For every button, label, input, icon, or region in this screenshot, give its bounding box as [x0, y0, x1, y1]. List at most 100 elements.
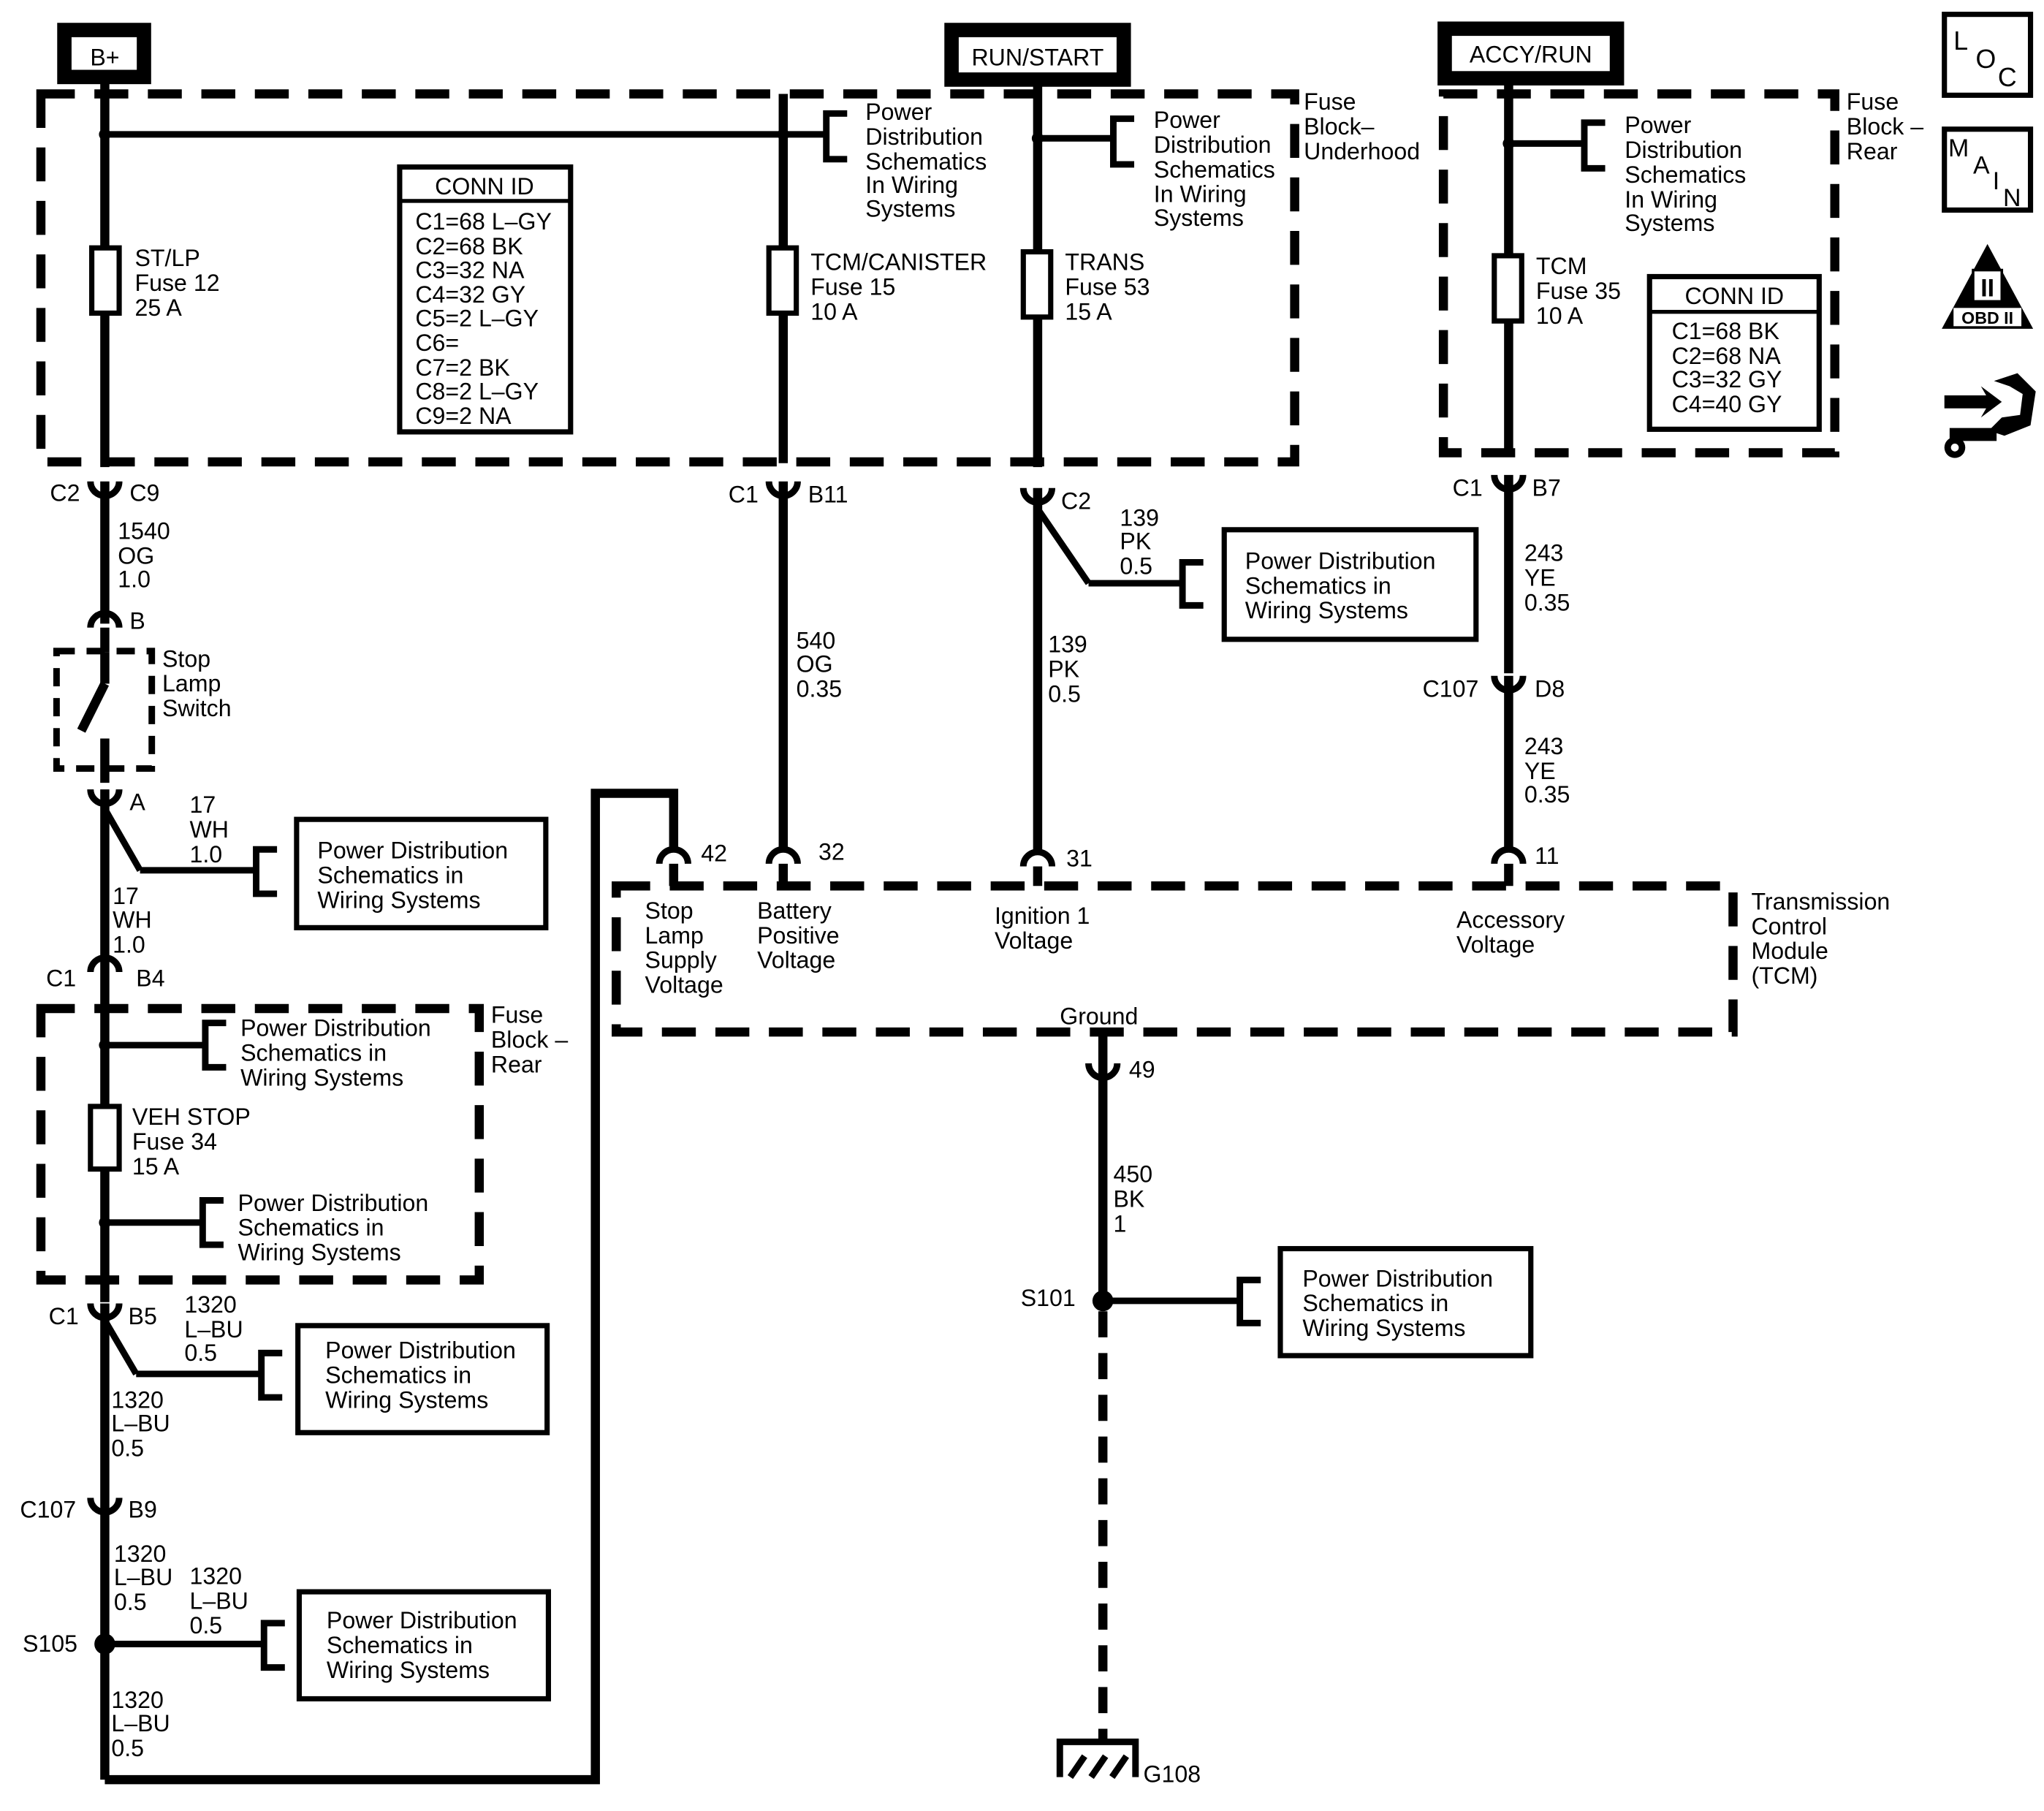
- fuse-tcm-canister-name: TCM/CANISTER: [810, 249, 987, 276]
- connector-c2-c9: C2 C9: [50, 480, 159, 624]
- power-distribution-box[interactable]: Power Distribution Schematics in Wiring …: [1179, 527, 1479, 642]
- wire-label: 1320: [111, 1386, 163, 1413]
- conn-id-rear-row: C3=32 GY: [1672, 366, 1782, 392]
- pds-text-line: Systems: [1154, 205, 1244, 231]
- pds-text-line: Schematics in: [317, 862, 463, 889]
- splice-label: S101: [1021, 1285, 1076, 1311]
- connector-label: A: [129, 789, 145, 816]
- fuse-block-rear-top-label-line2: Block –: [1847, 113, 1923, 140]
- pds-text-line: Schematics in: [240, 1039, 387, 1066]
- wire-139: 139 PK 0.5: [1048, 631, 1087, 707]
- wire-1320-a: 1320 L–BU 0.5: [111, 1386, 170, 1461]
- wire-label: 1320: [184, 1291, 236, 1318]
- conn-id-underhood-row: C8=2 L–GY: [415, 378, 539, 404]
- power-source-accy-run: ACCY/RUN: [1437, 21, 1625, 86]
- connector-c1-b5: C1 B5: [49, 1303, 262, 1498]
- loc-icon[interactable]: L O C: [1942, 12, 2034, 98]
- connector-label: B7: [1532, 474, 1561, 501]
- conn-id-underhood-row: C9=2 NA: [415, 403, 512, 429]
- connector-c2-trans: C2: [1019, 487, 1183, 851]
- wire-label: 0.5: [189, 1612, 222, 1639]
- tcm-input-text: Voltage: [645, 972, 723, 998]
- connector-label: C1: [49, 1303, 79, 1329]
- power-source-accy-run-label: ACCY/RUN: [1470, 42, 1592, 68]
- wire-label: 1320: [189, 1563, 241, 1589]
- connector-c1-b4: C1 B4: [46, 954, 165, 992]
- tcm-input-text: Lamp: [645, 922, 704, 949]
- pds-text-line: Power Distribution: [240, 1015, 431, 1041]
- wire-1320-d: 1320 L–BU 0.5: [111, 1687, 170, 1761]
- tcm-input-text: Supply: [645, 947, 717, 973]
- wire-label: 0.5: [184, 1340, 217, 1366]
- loc-icon-letter-o: O: [1976, 45, 1996, 74]
- fuse-trans-name: TRANS: [1065, 249, 1144, 276]
- tcm-input-text: Stop: [645, 897, 694, 924]
- main-icon-letter-n: N: [2003, 184, 2021, 212]
- tcm-pin-11: 11: [1491, 843, 1559, 886]
- power-distribution-box[interactable]: Power Distribution Schematics in Wiring …: [253, 816, 549, 930]
- stop-lamp-return-wire: [105, 789, 679, 1785]
- wire-1320-branch: 1320 L–BU 0.5: [184, 1291, 243, 1366]
- switch-label: Switch: [162, 695, 232, 721]
- wire-label: 1.0: [118, 566, 151, 592]
- pds-text-line: Schematics in: [325, 1362, 471, 1388]
- wire-1540: 1540 OG 1.0: [118, 517, 170, 592]
- conn-id-underhood-row: C5=2 L–GY: [415, 305, 539, 331]
- fuse-block-rear-top-label-line1: Fuse: [1847, 88, 1899, 115]
- power-source-b-plus-label: B+: [90, 44, 119, 70]
- conn-id-rear-row: C1=68 BK: [1672, 318, 1780, 344]
- wire-450: 450 BK 1: [1113, 1161, 1152, 1237]
- pin-number: 31: [1066, 845, 1093, 871]
- wire-label: 0.35: [1524, 781, 1570, 808]
- fuse-block-underhood-label-line2: Block–: [1304, 113, 1375, 140]
- tcm-pin-31: 31: [1019, 845, 1093, 886]
- fuse-trans-number: Fuse 53: [1065, 273, 1150, 300]
- conn-id-underhood-row: C6=: [415, 330, 459, 356]
- power-distribution-box[interactable]: Power Distribution Schematics in Wiring …: [260, 1589, 552, 1702]
- tcm-input-stop-lamp: Stop Lamp Supply Voltage: [645, 897, 723, 998]
- pds-text-line: Wiring Systems: [1245, 597, 1408, 623]
- ground-g108: G108: [1056, 1311, 1201, 1788]
- obd-ii-label: OBD II: [1961, 308, 2013, 327]
- tcm-input-battery: Battery Positive Voltage: [757, 897, 840, 973]
- power-distribution-reference[interactable]: Power Distribution Schematics In Wiring …: [1110, 107, 1275, 231]
- power-distribution-reference[interactable]: Power Distribution Schematics in Wiring …: [199, 1190, 429, 1266]
- tcm-input-text: Voltage: [757, 947, 835, 973]
- connector-label: C2: [50, 480, 80, 506]
- fuse-veh-stop-rating: 15 A: [132, 1153, 180, 1180]
- power-distribution-box[interactable]: Power Distribution Schematics in Wiring …: [1236, 1245, 1534, 1359]
- splice-s101: S101: [1021, 1285, 1240, 1312]
- fuse-st-lp-rating: 25 A: [134, 295, 182, 321]
- main-icon[interactable]: M A I N: [1942, 126, 2034, 213]
- wire-label: PK: [1048, 656, 1079, 683]
- power-distribution-reference[interactable]: Power Distribution Schematics In Wiring …: [1581, 112, 1746, 236]
- tcm-input-text: Accessory: [1456, 906, 1565, 933]
- diagnostic-tool-icon[interactable]: [1944, 373, 2036, 458]
- conn-id-underhood-row: C7=2 BK: [415, 354, 510, 381]
- pds-text-line: Schematics: [1154, 156, 1275, 183]
- obd-ii-icon[interactable]: II OBD II: [1942, 243, 2034, 329]
- wire-label: 139: [1120, 504, 1159, 531]
- power-source-run-start-label: RUN/START: [971, 44, 1103, 70]
- pds-text-line: Power Distribution: [1245, 547, 1436, 574]
- pds-text-line: Power Distribution: [238, 1190, 429, 1216]
- connector-a: A: [87, 789, 257, 973]
- wire-label: WH: [113, 906, 152, 933]
- power-distribution-reference[interactable]: Power Distribution Schematics In Wiring …: [783, 99, 987, 221]
- wire-label: 0.5: [1048, 680, 1081, 707]
- fuse-block-rear-left-label-line1: Fuse: [491, 1002, 543, 1028]
- connector-c1-b11: C1 B11: [729, 481, 848, 848]
- fuse-block-underhood: Fuse Block– Underhood: [36, 88, 1420, 467]
- pds-text-line: Distribution: [1154, 132, 1272, 158]
- pds-text-line: Power Distribution: [325, 1337, 516, 1364]
- wire-243-lower: 243 YE 0.35: [1524, 733, 1570, 808]
- power-distribution-box[interactable]: Power Distribution Schematics in Wiring …: [258, 1323, 550, 1435]
- pds-text-line: Wiring Systems: [238, 1239, 401, 1266]
- ground-label: G108: [1144, 1761, 1201, 1788]
- power-distribution-reference[interactable]: Power Distribution Schematics in Wiring …: [202, 1015, 431, 1091]
- wire-label: 0.5: [114, 1589, 147, 1615]
- wire-label: 1.0: [189, 841, 222, 867]
- transmission-control-module: Transmission Control Module (TCM): [612, 881, 1890, 1037]
- tcm-ground-label: Ground: [1060, 1003, 1138, 1029]
- main-icon-letter-a: A: [1973, 151, 1990, 179]
